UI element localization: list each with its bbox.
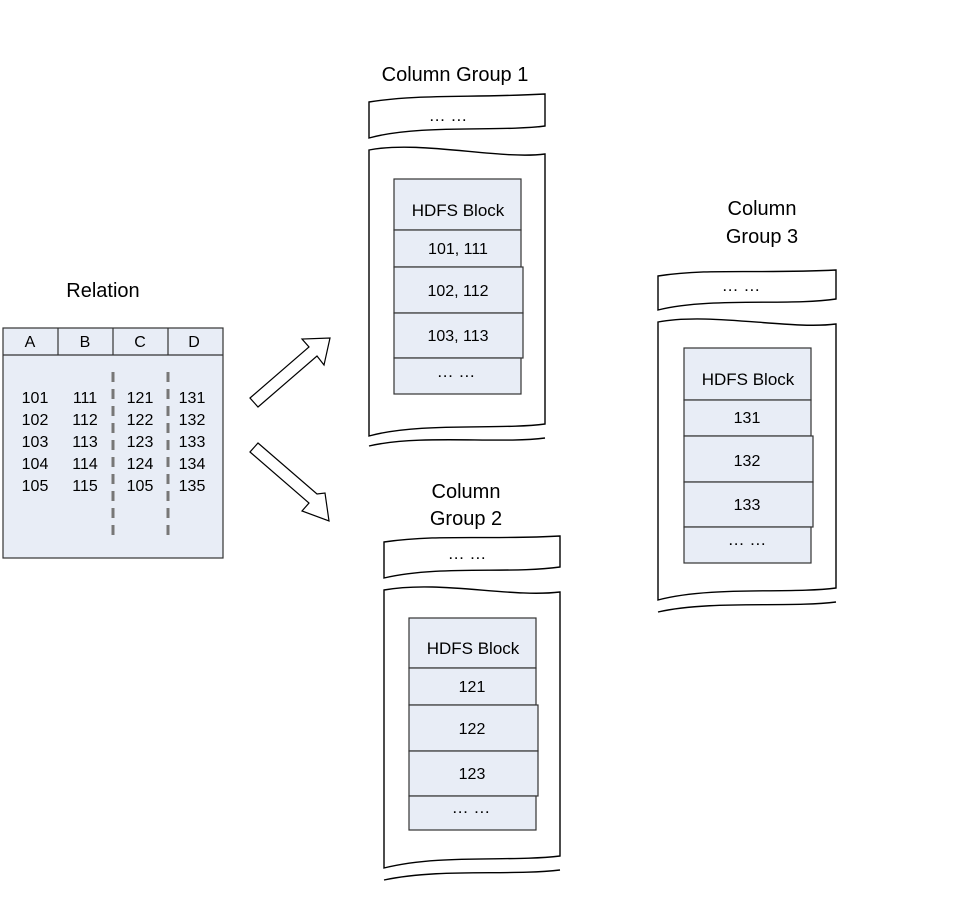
column-group-1-title: Column Group 1: [382, 64, 529, 86]
hdfs-block-row: [393, 266, 524, 314]
relation-cell: 111: [73, 390, 97, 407]
hdfs-block-row-label: 122: [459, 721, 486, 738]
column-group-3-title: Column: [728, 198, 797, 220]
relation-cell: 134: [179, 456, 206, 473]
hdfs-block-row: [683, 435, 814, 483]
column-group-3-top-segment: [657, 269, 837, 311]
column-group-1-top-segment: [368, 93, 546, 139]
relation-title: Relation: [66, 280, 139, 302]
relation-cell: 115: [72, 478, 98, 495]
relation-table: Relation A B C D 101 102 103 104 105 111…: [2, 280, 224, 559]
hdfs-block-row: [683, 481, 814, 528]
column-group-1: Column Group 1 … … HDFS Block 101, 111 1…: [368, 64, 546, 447]
column-group-3-bottom-wave: [657, 601, 837, 613]
relation-cell: 113: [72, 434, 98, 451]
hdfs-block-header-cell: [408, 617, 537, 669]
column-group-3-title: Group 3: [726, 226, 798, 248]
relation-header-d: D: [188, 334, 200, 351]
hdfs-block-header-cell: [393, 178, 522, 231]
relation-cell: 102: [22, 412, 49, 429]
relation-cell: 132: [179, 412, 206, 429]
column-group-2: Column Group 2 … … HDFS Block 121 122 12…: [383, 481, 561, 881]
relation-cell: 103: [22, 434, 49, 451]
relation-cell: 105: [22, 478, 49, 495]
hdfs-block-row-label: 123: [459, 766, 486, 783]
relation-cell: 123: [127, 434, 154, 451]
relation-header-c: C: [134, 334, 146, 351]
column-group-2-bottom-wave: [383, 869, 561, 881]
column-group-1-bottom-wave: [368, 437, 546, 447]
relation-cell: 121: [127, 390, 154, 407]
hdfs-block-row-label: 131: [734, 410, 761, 427]
column-group-2-top-segment: [383, 535, 561, 579]
hdfs-block-header: HDFS Block: [427, 639, 520, 658]
relation-header-b: B: [80, 334, 91, 351]
hdfs-block-row-label: 121: [459, 679, 486, 696]
hdfs-block-row: [393, 312, 524, 359]
hdfs-block-row-label: … …: [728, 530, 767, 549]
hdfs-block-row-label: … …: [452, 798, 491, 817]
relation-cell: 105: [127, 478, 154, 495]
relation-cell: 122: [127, 412, 154, 429]
relation-cell: 135: [179, 478, 206, 495]
hdfs-block-header: HDFS Block: [702, 370, 795, 389]
hdfs-block-row-label: 132: [734, 453, 761, 470]
hdfs-block-row-label: 102, 112: [427, 283, 488, 300]
hdfs-block-row-label: 101, 111: [428, 241, 488, 258]
split-arrow-down-icon: [249, 442, 330, 522]
hdfs-block-row: [408, 795, 537, 831]
hdfs-block-row-label: 103, 113: [427, 328, 488, 345]
relation-cell: 114: [72, 456, 98, 473]
relation-cell: 104: [22, 456, 49, 473]
column-group-2-title: Group 2: [430, 508, 502, 530]
relation-cell: 133: [179, 434, 206, 451]
hdfs-block-row: [408, 750, 539, 797]
hdfs-block-row-label: … …: [437, 362, 476, 381]
hdfs-block-row: [408, 667, 537, 706]
column-group-3-top-dots: … …: [722, 276, 761, 295]
hdfs-block-header: HDFS Block: [412, 201, 505, 220]
relation-cell: 112: [72, 412, 98, 429]
relation-header-a: A: [25, 334, 36, 351]
hdfs-block-row: [408, 704, 539, 752]
column-group-2-title: Column: [432, 481, 501, 503]
hdfs-block-row: [683, 526, 812, 564]
split-arrow-up-icon: [249, 337, 331, 408]
relation-cell: 124: [127, 456, 154, 473]
hdfs-block-row: [393, 357, 522, 395]
relation-cell: 131: [179, 390, 206, 407]
column-group-3: Column Group 3 … … HDFS Block 131 132 13…: [657, 198, 837, 613]
column-group-1-top-dots: … …: [429, 106, 468, 125]
hdfs-block-row-label: 133: [734, 497, 761, 514]
relation-cell: 101: [22, 390, 49, 407]
column-group-2-top-dots: … …: [448, 544, 487, 563]
